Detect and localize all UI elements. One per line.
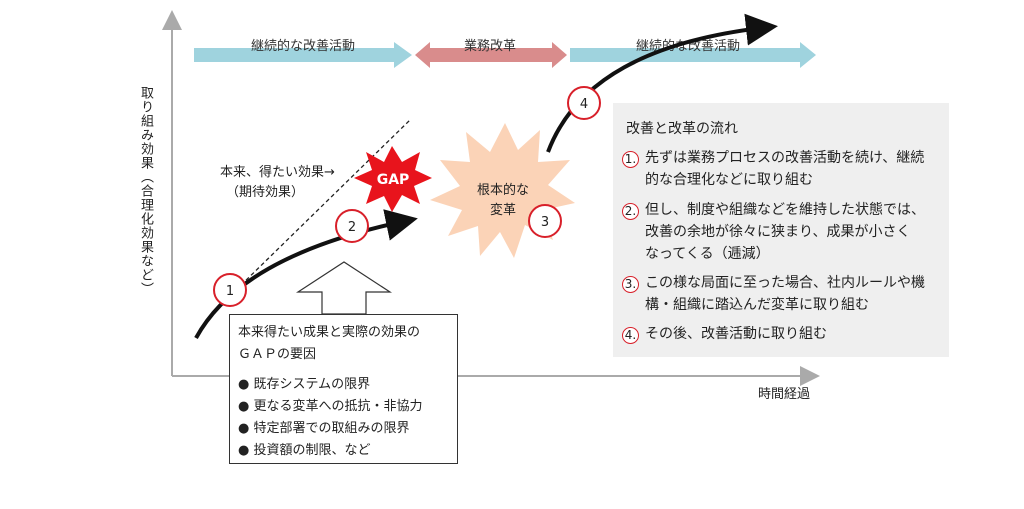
gap-burst — [354, 146, 432, 212]
marker-1: 1 — [213, 273, 247, 307]
x-axis-label: 時間経過 — [758, 387, 810, 402]
expected-effect-label: 本来、得たい効果→ — [220, 164, 335, 180]
svg-text:1: 1 — [226, 284, 234, 299]
gap-factors-title-line2: ＧＡＰの要因 — [238, 347, 317, 362]
gap-factor-item: ● 更なる変革への抵抗・非協力 — [238, 399, 423, 414]
arrow-label-left: 継続的な改善活動 — [251, 38, 355, 54]
expected-effect-dashed-line — [235, 119, 411, 291]
flow-panel-title: 改善と改革の流れ — [626, 121, 738, 137]
gap-factors-pointer-arrow — [295, 261, 393, 315]
marker-2: 2 — [335, 209, 369, 243]
arrow-business-reform — [415, 42, 567, 68]
gap-factors-title-line1: 本来得たい成果と実際の効果の — [238, 325, 421, 340]
reform-burst-line1: 根本的な — [477, 182, 529, 198]
flow-item-number: 2. — [622, 203, 639, 220]
improvement-curve-2 — [546, 13, 778, 153]
arrow-continuous-improvement-left — [194, 42, 412, 68]
reform-burst-line2: 変革 — [490, 202, 516, 218]
flow-panel-background — [613, 103, 949, 357]
expected-effect-sublabel: （期待効果） — [226, 185, 304, 200]
gap-factor-item: ● 既存システムの限界 — [238, 377, 371, 392]
y-axis-label: 取り組み効果（合理化効果など） — [138, 86, 153, 296]
gap-burst-label: GAP — [377, 172, 410, 188]
svg-text:2: 2 — [348, 220, 356, 235]
svg-text:4: 4 — [580, 97, 588, 112]
marker-4: 4 — [567, 86, 601, 120]
gap-factor-item: ● 投資額の制限、など — [238, 443, 371, 458]
svg-text:3: 3 — [541, 215, 549, 230]
flow-item-number: 4. — [622, 327, 639, 344]
flow-item-number: 1. — [622, 151, 639, 168]
flow-item-number: 3. — [622, 276, 639, 293]
gap-factor-item: ● 特定部署での取組みの限界 — [238, 421, 410, 436]
gap-factors-box: 本来得たい成果と実際の効果の ＧＡＰの要因 ● 既存システムの限界 ● 更なる変… — [229, 314, 458, 464]
arrow-label-center: 業務改革 — [464, 38, 516, 54]
marker-3: 3 — [528, 204, 562, 238]
